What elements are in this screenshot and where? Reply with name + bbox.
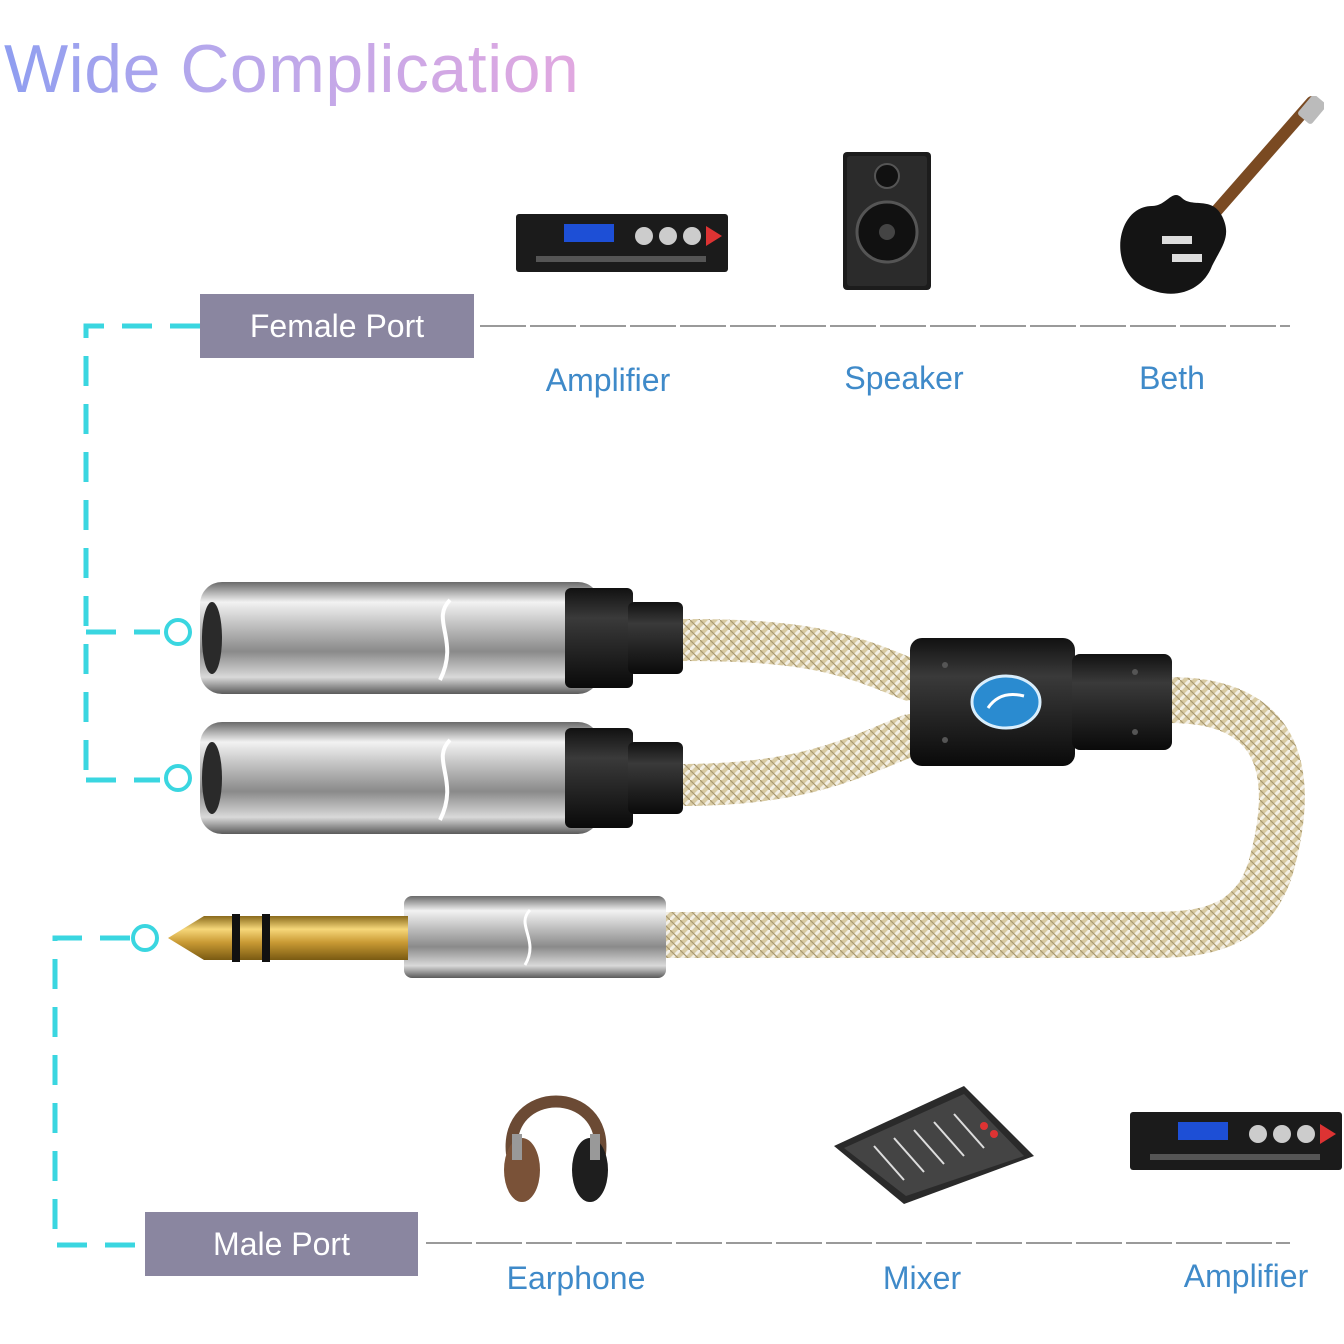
male-port-label: Male Port <box>145 1212 418 1276</box>
female-device-label-guitar: Beth <box>1139 360 1205 396</box>
male-guide-lines <box>52 935 145 1248</box>
female-port-2-marker <box>164 764 192 792</box>
female-port-label: Female Port <box>200 294 474 358</box>
female-port-text: Female Port <box>249 307 425 344</box>
female-device-label-speaker: Speaker <box>844 360 964 396</box>
braided-cable <box>637 619 1305 958</box>
female-connector-top <box>200 582 683 694</box>
female-guide-lines <box>83 323 200 783</box>
headphones-icon <box>504 1095 608 1202</box>
speaker-icon <box>843 152 931 290</box>
female-connector-bottom <box>200 722 683 834</box>
male-connector <box>168 896 666 978</box>
splitter-body <box>910 638 1172 766</box>
guitar-icon <box>1120 96 1324 294</box>
page-title: Wide Complication <box>4 31 580 107</box>
mixer-icon <box>834 1086 1034 1204</box>
male-port-marker <box>131 924 159 952</box>
female-port-1-marker <box>164 618 192 646</box>
male-device-label-amplifier: Amplifier <box>1183 1258 1309 1294</box>
male-port-text: Male Port <box>213 1225 350 1262</box>
male-device-label-earphone: Earphone <box>506 1260 646 1296</box>
female-device-label-amplifier: Amplifier <box>545 362 671 398</box>
amplifier-icon <box>516 214 728 272</box>
amplifier-icon-2 <box>1130 1112 1342 1170</box>
male-device-label-mixer: Mixer <box>882 1260 962 1296</box>
